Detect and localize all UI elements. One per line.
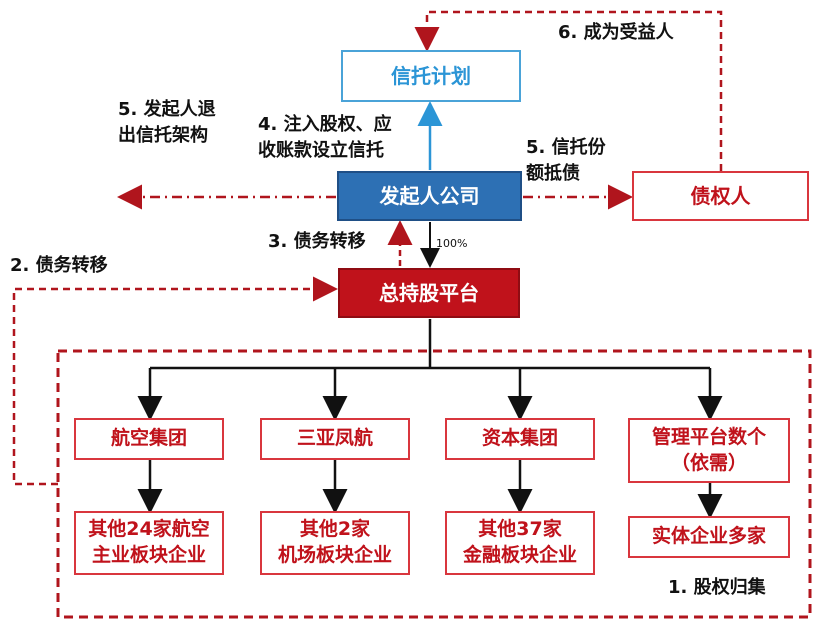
capital-group-node: 资本集团 — [445, 418, 595, 460]
equity-collection-boundary — [56, 349, 812, 619]
step5-offset-label: 5. 信托份 额抵债 — [526, 137, 606, 185]
step4-label: 4. 注入股权、应 收账款设立信托 — [258, 114, 392, 162]
other-aviation-enterprises-node: 其他24家航空 主业板块企业 — [74, 511, 224, 575]
management-platforms-node: 管理平台数个 （依需） — [628, 418, 790, 483]
step5-exit-label: 5. 发起人退 出信托架构 — [118, 99, 216, 147]
creditor-node: 债权人 — [632, 171, 809, 221]
debt-transfer-loop — [12, 276, 338, 486]
trust-plan-node: 信托计划 — [341, 50, 521, 102]
ownership-percent-label: 100% — [436, 237, 468, 250]
holding-platform-node: 总持股平台 — [338, 268, 520, 318]
sponsor-company-node: 发起人公司 — [337, 171, 522, 221]
beneficiary-path — [414, 10, 723, 171]
entity-enterprises-node: 实体企业多家 — [628, 516, 790, 558]
sanya-phoenix-airline-node: 三亚凤航 — [260, 418, 410, 460]
other-airport-enterprises-node: 其他2家 机场板块企业 — [260, 511, 410, 575]
step2-label: 2. 债务转移 — [10, 255, 108, 276]
aviation-group-node: 航空集团 — [74, 418, 224, 460]
step3-label: 3. 债务转移 — [268, 231, 366, 252]
other-financial-enterprises-node: 其他37家 金融板块企业 — [445, 511, 595, 575]
step6-label: 6. 成为受益人 — [558, 22, 674, 43]
step1-label: 1. 股权归集 — [668, 577, 766, 598]
